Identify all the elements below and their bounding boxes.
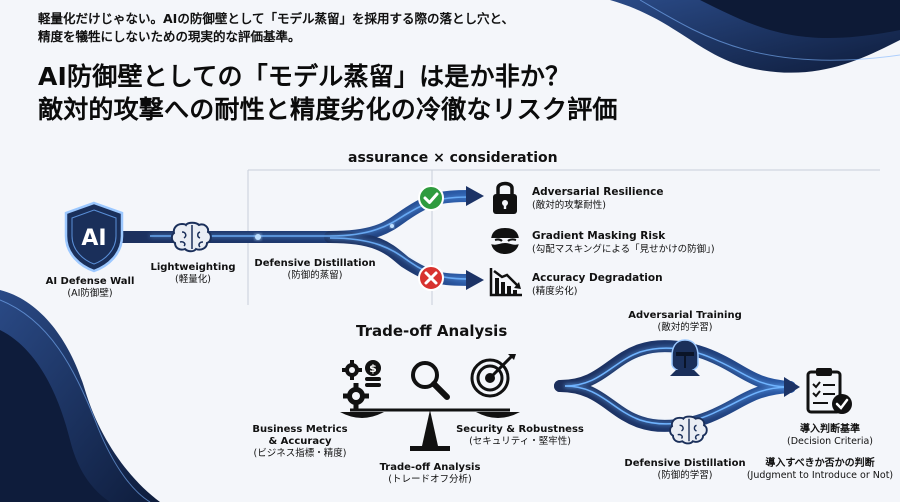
node-label: Defensive Distillation bbox=[254, 258, 376, 269]
judgment-title: 導入すべきか否かの判断 bbox=[765, 458, 875, 469]
node-ai-defense-wall: AI Defense Wall (AI防御壁) bbox=[30, 276, 150, 300]
node-label: AI Defense Wall bbox=[45, 276, 135, 287]
shield-icon: AI bbox=[64, 201, 124, 273]
judgment-sub: (Judgment to Introduce or Not) bbox=[746, 470, 894, 481]
cross-icon bbox=[418, 265, 444, 291]
knight-helmet-icon bbox=[670, 339, 700, 376]
outcome-sub: (勾配マスキングによる「見せかけの防御」) bbox=[532, 244, 715, 255]
judgment-label: 導入すべきか否かの判断 (Judgment to Introduce or No… bbox=[740, 458, 900, 482]
balance-scale-icon bbox=[340, 408, 520, 451]
subtitle-line-2: 精度を犠牲にしないための現実的な評価基準。 bbox=[38, 29, 301, 44]
tradeoff-heading: Trade-off Analysis bbox=[356, 322, 508, 340]
magnifier-icon bbox=[411, 361, 450, 400]
brain-icon bbox=[170, 221, 212, 253]
balance-left-sub: (ビジネス指標・精度) bbox=[253, 448, 347, 459]
decision-sub: (Decision Criteria) bbox=[787, 436, 873, 447]
title-line-2: 敵対的攻撃への耐性と精度劣化の冷徹なリスク評価 bbox=[38, 95, 618, 124]
node-defensive-distillation: Defensive Distillation (防御的蒸留) bbox=[250, 258, 380, 282]
balance-center-title: Trade-off Analysis bbox=[379, 462, 481, 473]
node-sub: (AI防御壁) bbox=[67, 288, 113, 299]
mask-icon bbox=[491, 228, 519, 254]
outcome-accuracy-degradation: Accuracy Degradation (精度劣化) bbox=[532, 272, 663, 298]
balance-right-sub: (セキュリティ・堅牢性) bbox=[469, 436, 571, 447]
path-adversarial-training: Adversarial Training (敵対的学習) bbox=[620, 310, 750, 334]
path-sub: (防御的学習) bbox=[657, 470, 713, 481]
svg-text:$: $ bbox=[369, 362, 377, 375]
declining-chart-icon bbox=[489, 268, 522, 297]
balance-left-label: Business Metrics & Accuracy (ビジネス指標・精度) bbox=[250, 424, 350, 460]
outcome-sub: (精度劣化) bbox=[532, 286, 578, 297]
outcome-gradient-masking: Gradient Masking Risk (勾配マスキングによる「見せかけの防… bbox=[532, 230, 715, 256]
balance-left-title-2: & Accuracy bbox=[268, 436, 332, 447]
outcome-label: Adversarial Resilience bbox=[532, 186, 664, 198]
lock-icon bbox=[493, 181, 517, 214]
subtitle-line-1: 軽量化だけじゃない。AIの防御壁として「モデル蒸留」を採用する際の落とし穴と、 bbox=[38, 11, 514, 26]
path-label: Adversarial Training bbox=[628, 310, 742, 321]
node-label: Lightweighting bbox=[150, 262, 236, 273]
decision-title: 導入判断基準 bbox=[800, 424, 860, 435]
outcome-label: Gradient Masking Risk bbox=[532, 230, 666, 242]
title-line-1: AI防御壁としての「モデル蒸留」は是か非か？ bbox=[38, 62, 571, 91]
node-lightweighting: Lightweighting (軽量化) bbox=[138, 262, 248, 286]
outcome-sub: (敵対的攻撃耐性) bbox=[532, 200, 606, 211]
top-flow-heading: assurance × consideration bbox=[348, 150, 558, 166]
node-sub: (軽量化) bbox=[175, 274, 211, 285]
balance-center-label: Trade-off Analysis (トレードオフ分析) bbox=[360, 462, 500, 486]
check-icon bbox=[418, 185, 444, 211]
decision-criteria-label: 導入判断基準 (Decision Criteria) bbox=[770, 424, 890, 448]
brain-icon-bottom bbox=[669, 415, 708, 445]
balance-left-title: Business Metrics bbox=[252, 424, 348, 435]
shield-text: AI bbox=[81, 226, 106, 251]
subtitle: 軽量化だけじゃない。AIの防御壁として「モデル蒸留」を採用する際の落とし穴と、 … bbox=[38, 10, 598, 46]
outcome-adversarial-resilience: Adversarial Resilience (敵対的攻撃耐性) bbox=[532, 186, 663, 212]
path-sub: (敵対的学習) bbox=[657, 322, 713, 333]
node-sub: (防御的蒸留) bbox=[287, 270, 343, 281]
balance-right-title: Security & Robustness bbox=[456, 424, 584, 435]
gears-coins-icon: $ bbox=[342, 360, 381, 409]
balance-center-sub: (トレードオフ分析) bbox=[388, 474, 472, 485]
path-defensive-distillation: Defensive Distillation (防御的学習) bbox=[618, 458, 752, 482]
page-title: AI防御壁としての「モデル蒸留」は是か非か？ 敵対的攻撃への耐性と精度劣化の冷徹… bbox=[38, 60, 738, 126]
checklist-icon bbox=[806, 368, 852, 414]
outcome-label: Accuracy Degradation bbox=[532, 272, 663, 284]
path-label: Defensive Distillation bbox=[624, 458, 746, 469]
target-icon bbox=[470, 354, 516, 398]
balance-right-label: Security & Robustness (セキュリティ・堅牢性) bbox=[450, 424, 590, 448]
